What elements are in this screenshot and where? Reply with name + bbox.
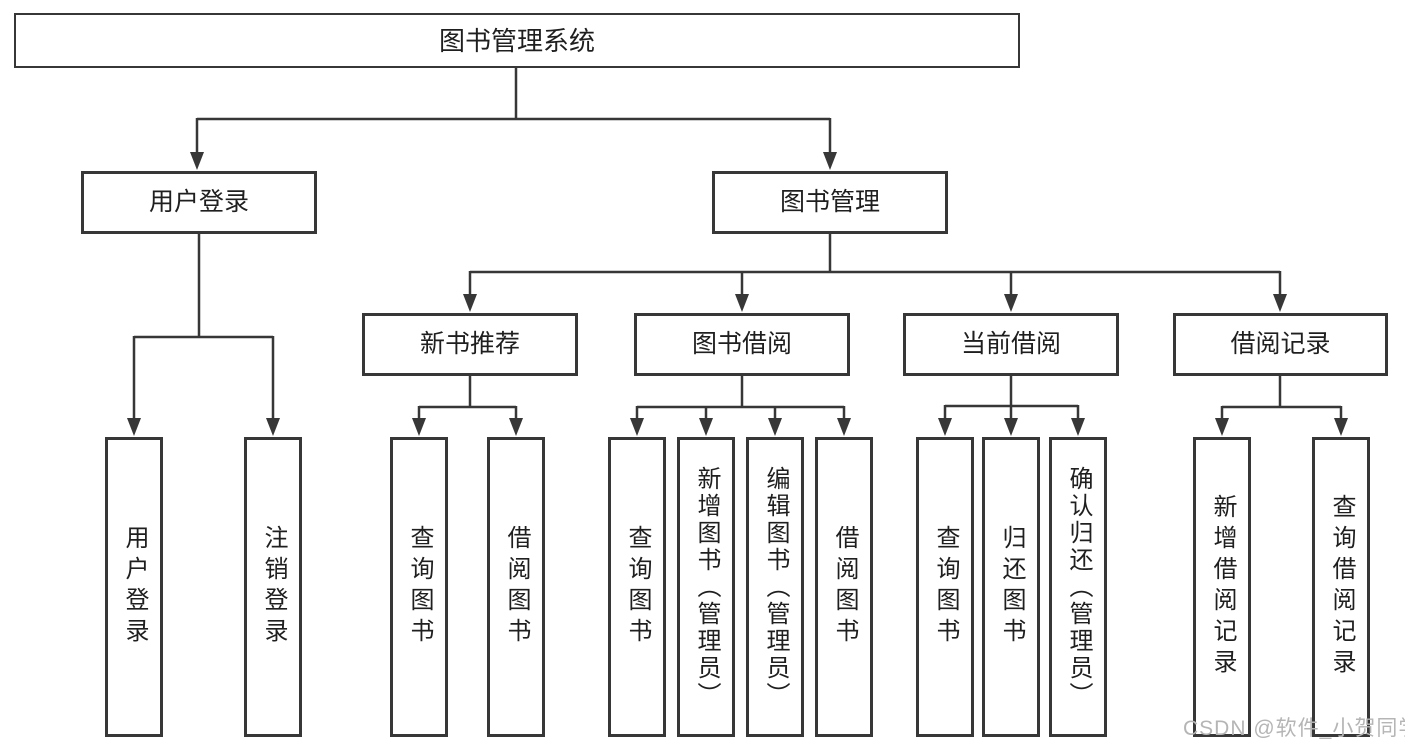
leaf-newbooks-borrow-books-label: 借阅图书 (503, 525, 530, 649)
node-library-system: 图书管理系统 (14, 13, 1020, 68)
leaf-current-return-books-label: 归还图书 (998, 525, 1025, 649)
leaf-current-query-books: 查询图书 (916, 437, 974, 737)
node-user-login: 用户登录 (81, 171, 317, 234)
node-book-borrowing: 图书借阅 (634, 313, 850, 376)
node-book-borrowing-label: 图书借阅 (691, 330, 792, 358)
node-book-management-label: 图书管理 (779, 188, 880, 216)
leaf-borrowing-edit-books-admin-label: 编辑图书（管理员） (762, 465, 789, 709)
leaf-newbooks-query-books-label: 查询图书 (406, 525, 433, 649)
node-new-book-recommendation-label: 新书推荐 (419, 330, 520, 358)
leaf-borrowing-borrow-books-label: 借阅图书 (831, 525, 858, 649)
node-current-borrowing: 当前借阅 (903, 313, 1119, 376)
node-borrowing-records-label: 借阅记录 (1230, 330, 1331, 358)
node-book-management: 图书管理 (712, 171, 948, 234)
leaf-newbooks-query-books: 查询图书 (390, 437, 448, 737)
leaf-logout: 注销登录 (244, 437, 302, 737)
node-current-borrowing-label: 当前借阅 (960, 330, 1061, 358)
node-new-book-recommendation: 新书推荐 (362, 313, 578, 376)
node-library-system-label: 图书管理系统 (438, 25, 595, 56)
leaf-records-add-record-label: 新增借阅记录 (1209, 494, 1236, 680)
leaf-records-add-record: 新增借阅记录 (1193, 437, 1251, 737)
leaf-borrowing-query-books: 查询图书 (608, 437, 666, 737)
leaf-user-login: 用户登录 (105, 437, 163, 737)
leaf-records-query-record: 查询借阅记录 (1312, 437, 1370, 737)
node-user-login-label: 用户登录 (148, 188, 249, 216)
leaf-records-query-record-label: 查询借阅记录 (1328, 494, 1355, 680)
leaf-user-login-label: 用户登录 (121, 525, 148, 649)
leaf-borrowing-add-books-admin-label: 新增图书（管理员） (693, 465, 720, 709)
node-borrowing-records: 借阅记录 (1173, 313, 1388, 376)
leaf-borrowing-add-books-admin: 新增图书（管理员） (677, 437, 735, 737)
leaf-newbooks-borrow-books: 借阅图书 (487, 437, 545, 737)
leaf-current-confirm-return-admin: 确认归还（管理员） (1049, 437, 1107, 737)
leaf-current-confirm-return-admin-label: 确认归还（管理员） (1065, 465, 1092, 709)
leaf-current-query-books-label: 查询图书 (932, 525, 959, 649)
leaf-borrowing-borrow-books: 借阅图书 (815, 437, 873, 737)
leaf-logout-label: 注销登录 (260, 525, 287, 649)
leaf-borrowing-query-books-label: 查询图书 (624, 525, 651, 649)
leaf-current-return-books: 归还图书 (982, 437, 1040, 737)
leaf-borrowing-edit-books-admin: 编辑图书（管理员） (746, 437, 804, 737)
csdn-watermark: CSDN @软件_小贺同学 (1183, 717, 1405, 740)
